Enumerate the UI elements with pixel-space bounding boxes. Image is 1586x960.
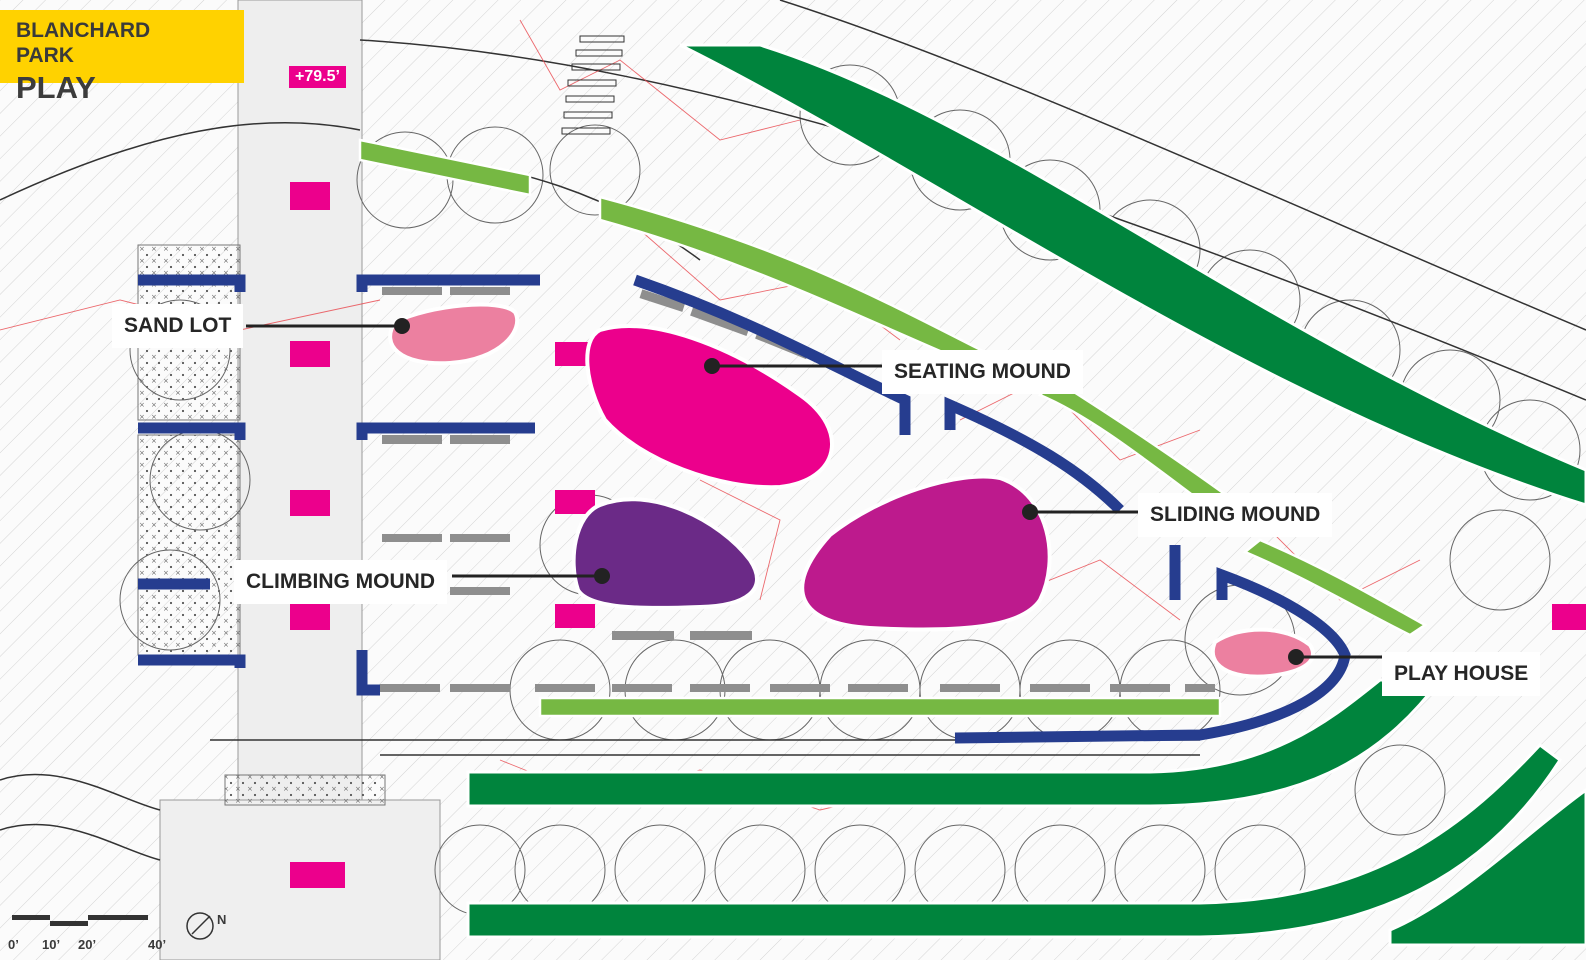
title-line-2: PARK [16,44,74,67]
sliding-mound-label: SLIDING MOUND [1138,493,1333,537]
planter-3 [224,774,386,806]
sand-lot-shape [388,302,520,366]
scale-tick-10: 10’ [42,937,61,952]
scale-tick-0: 0’ [8,937,19,952]
navy-edging [138,274,1351,744]
planter-2 [137,434,241,656]
title-line-3: PLAY [16,70,96,105]
steps [561,35,625,135]
seating-mound-shape [585,324,835,490]
paving-bars [380,287,1215,692]
sand-lot-label: SAND LOT [112,304,244,348]
green-band-low [466,742,1563,939]
north-label: N [217,912,227,927]
dark-green-bands [466,43,1586,947]
seating-mound-label: SEATING MOUND [882,350,1083,394]
scale-tick-20: 20’ [78,937,97,952]
leader-dots [394,318,1304,665]
light-green-bands [358,138,1428,718]
sliding-mound-shape [800,474,1052,632]
north-arrow [186,912,214,940]
climbing-mound-label: CLIMBING MOUND [234,560,447,604]
title-box [0,10,244,83]
climbing-mound-shape [571,497,759,610]
play-house-label: PLAY HOUSE [1382,652,1541,696]
play-house-shape [1211,627,1316,679]
title-line-1: BLANCHARD [16,19,151,42]
scale-bar [12,915,148,926]
scale-tick-40: 40’ [148,937,167,952]
green-band-top [679,43,1586,507]
elevation-tag: +79.5’ [289,66,346,88]
magenta-flags [290,182,1586,888]
